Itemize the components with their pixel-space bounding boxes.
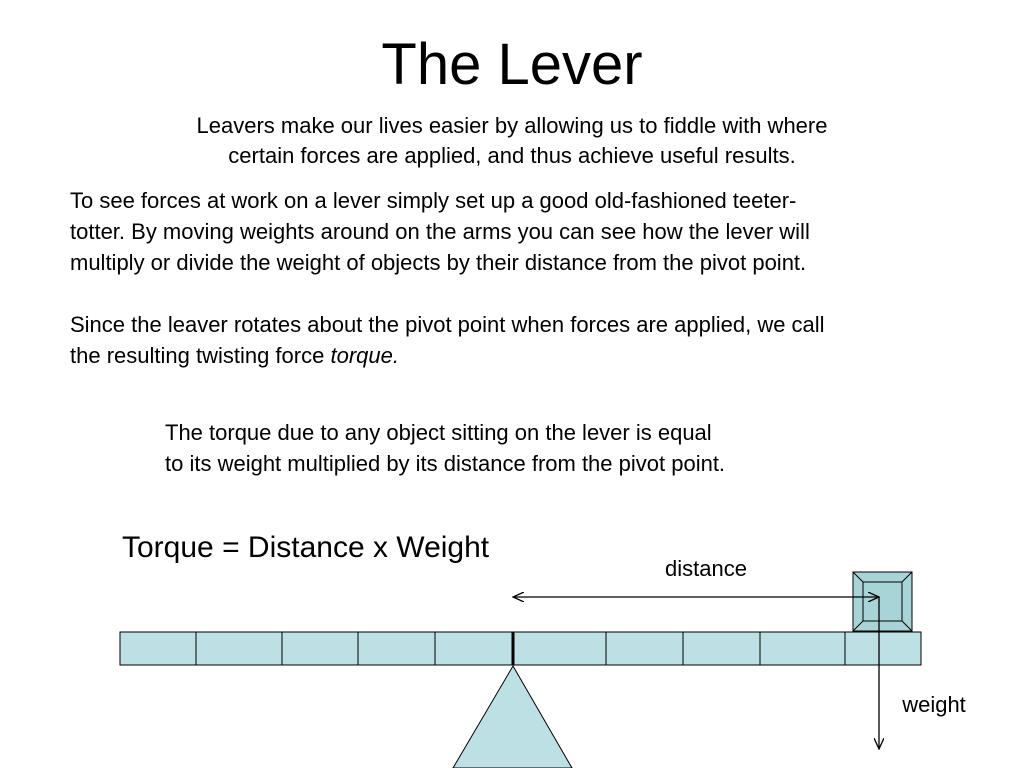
paragraph2-line-2: the resulting twisting force — [70, 343, 331, 368]
distance-label: distance — [665, 556, 747, 581]
paragraph1-line-2: totter. By moving weights around on the … — [70, 219, 810, 244]
torque-statement: The torque due to any object sitting on … — [165, 417, 865, 479]
lever-beam-board — [119, 631, 922, 666]
weight-block-inner-face — [862, 581, 903, 622]
paragraph2-line-1: Since the leaver rotates about the pivot… — [70, 312, 825, 337]
weight-block-bevel — [852, 620, 864, 632]
paragraph-teeter-totter: To see forces at work on a lever simply … — [70, 185, 970, 278]
slide-title: The Lever — [381, 32, 643, 97]
statement-line-2: to its weight multiplied by its distance… — [165, 451, 726, 476]
paragraph1-line-3: multiply or divide the weight of objects… — [70, 250, 807, 275]
statement-line-1: The torque due to any object sitting on … — [165, 420, 712, 445]
weight-block — [852, 571, 913, 632]
fulcrum-triangle — [452, 665, 573, 768]
weight-block-bevel — [901, 571, 913, 583]
weight-block-bevel — [852, 571, 864, 583]
paragraph-torque-definition: Since the leaver rotates about the pivot… — [70, 309, 970, 371]
weight-label: weight — [901, 692, 966, 717]
torque-formula: Torque = Distance x Weight — [122, 531, 490, 564]
lever-beam — [119, 631, 922, 666]
intro-text: Leavers make our lives easier by allowin… — [100, 111, 924, 171]
weight-block-bevel — [901, 620, 913, 632]
paragraph1-line-1: To see forces at work on a lever simply … — [70, 188, 797, 213]
intro-line-1: Leavers make our lives easier by allowin… — [196, 113, 828, 138]
torque-term: torque. — [330, 343, 399, 368]
intro-line-2: certain forces are applied, and thus ach… — [228, 143, 796, 168]
